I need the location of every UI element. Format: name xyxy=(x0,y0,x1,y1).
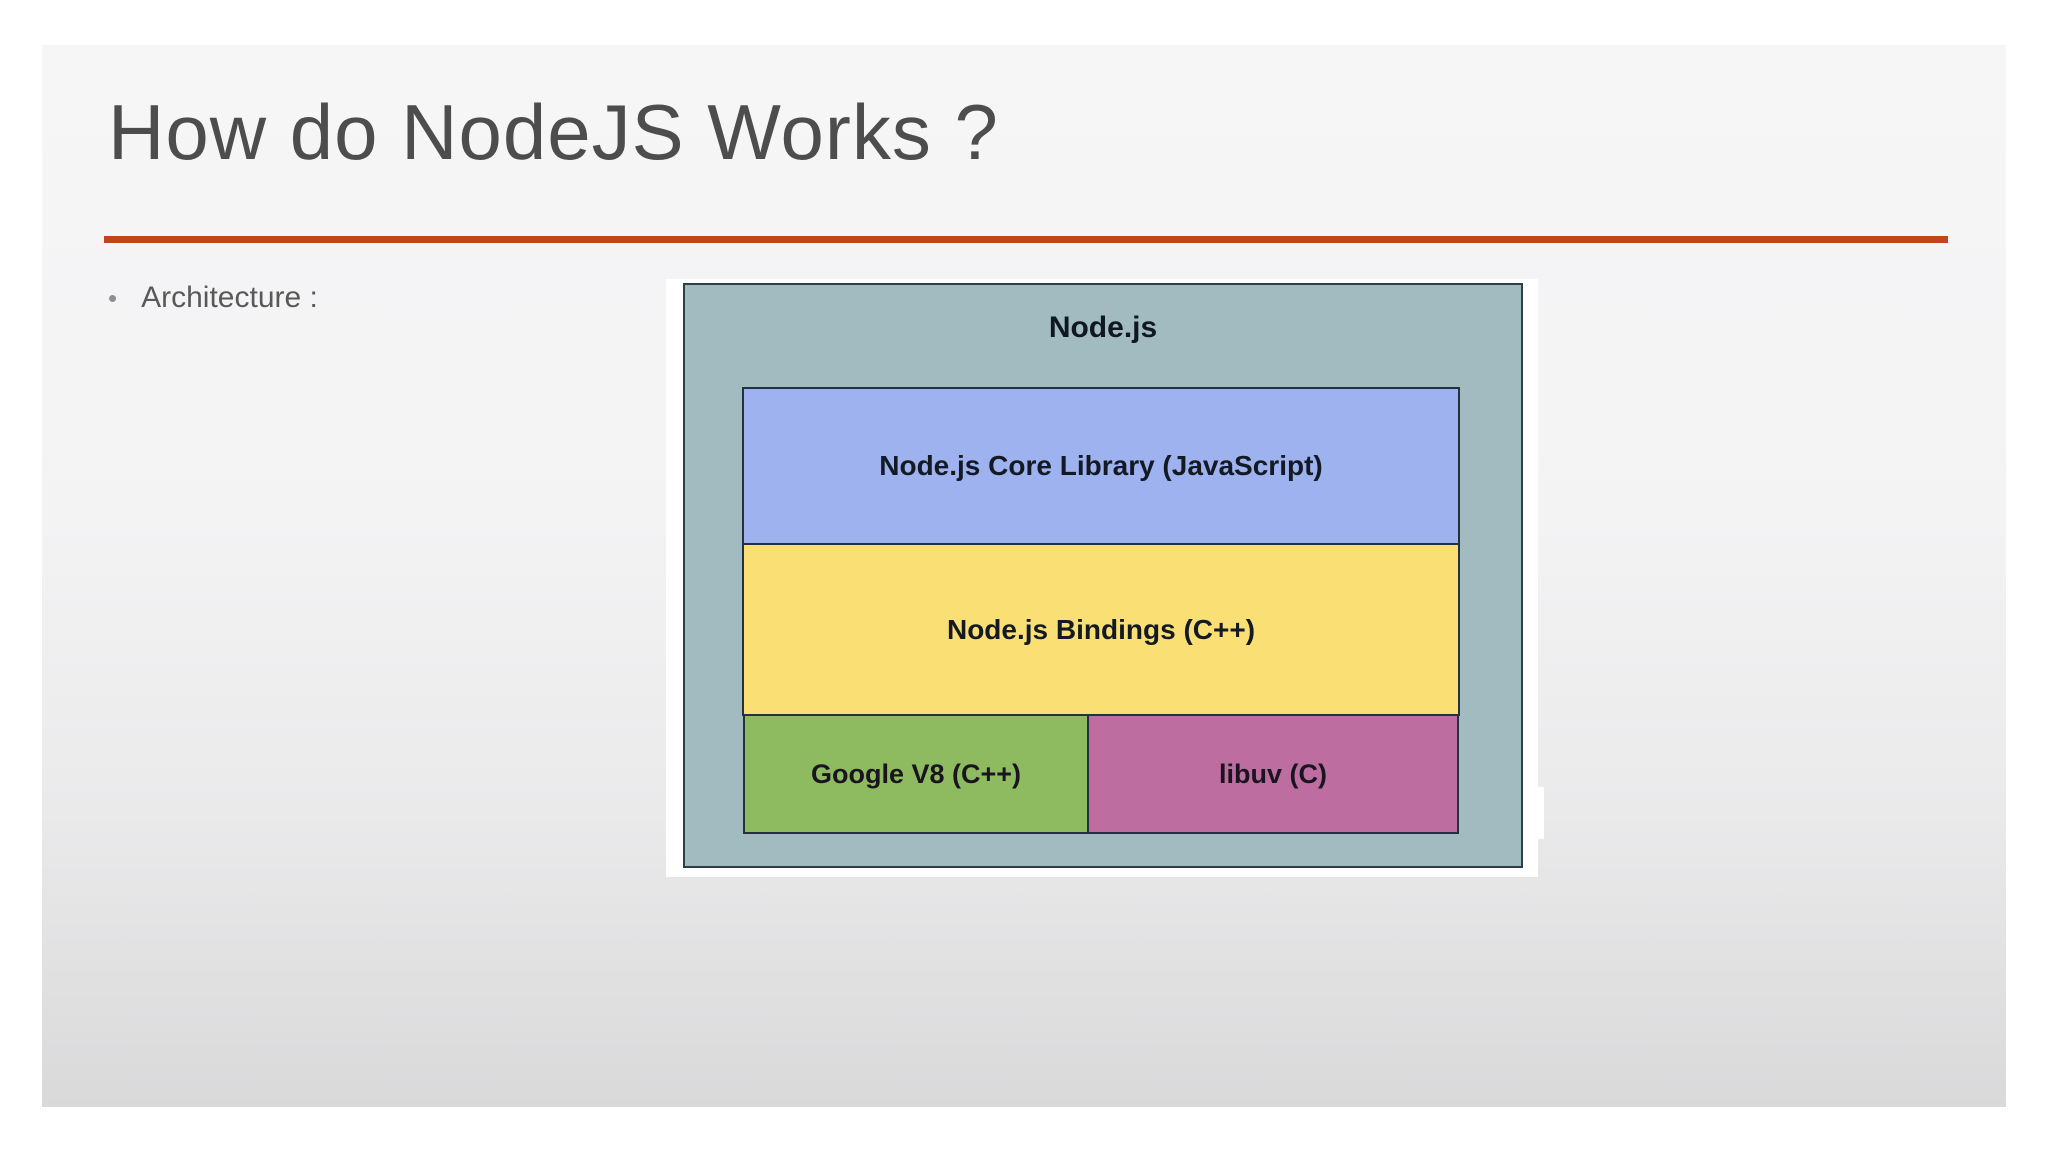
engine-libuv-label: libuv (C) xyxy=(1219,758,1328,789)
engine-v8-label: Google V8 (C++) xyxy=(811,758,1022,789)
title-accent-divider xyxy=(104,236,1948,243)
architecture-layer-stack: Node.js Core Library (JavaScript) Node.j… xyxy=(742,387,1460,834)
architecture-image: Node.js Node.js Core Library (JavaScript… xyxy=(666,279,1544,877)
bullet-text: Architecture : xyxy=(141,281,318,314)
engine-row: Google V8 (C++) libuv (C) xyxy=(742,714,1460,834)
nodejs-container-label: Node.js xyxy=(1048,311,1158,344)
engine-libuv-box: libuv (C) xyxy=(1087,714,1459,834)
presentation-slide: How do NodeJS Works ? • Architecture : N… xyxy=(42,45,2006,1107)
layer-bindings-label: Node.js Bindings (C++) xyxy=(946,613,1256,645)
bullet-marker: • xyxy=(108,283,118,313)
layer-core-library-box: Node.js Core Library (JavaScript) xyxy=(742,387,1460,545)
layer-core-library-label: Node.js Core Library (JavaScript) xyxy=(879,450,1323,481)
engine-v8-box: Google V8 (C++) xyxy=(743,714,1090,834)
bullet-item-architecture: • Architecture : xyxy=(108,281,318,315)
layer-bindings-box: Node.js Bindings (C++) xyxy=(742,543,1460,716)
nodejs-container-box: Node.js Node.js Core Library (JavaScript… xyxy=(683,283,1523,868)
image-edge-artifact xyxy=(1530,787,1544,839)
slide-title: How do NodeJS Works ? xyxy=(108,88,999,176)
